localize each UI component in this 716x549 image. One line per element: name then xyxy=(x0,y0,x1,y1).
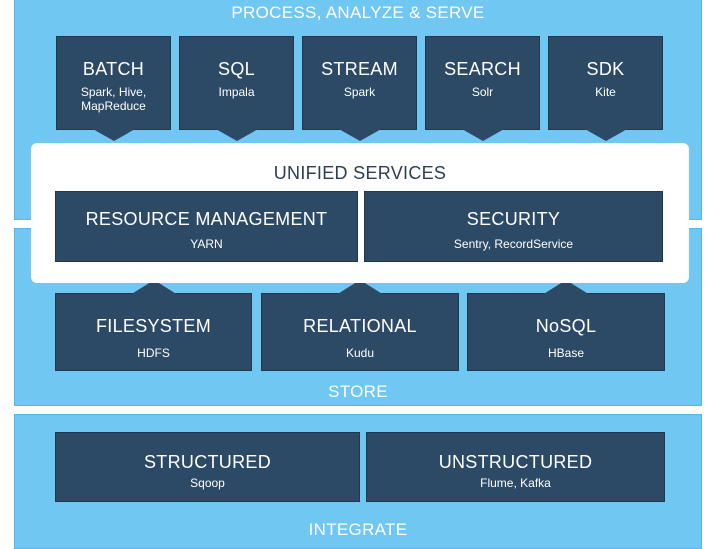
resource-management-box: RESOURCE MANAGEMENT YARN xyxy=(55,191,358,262)
box-subtitle: Sentry, RecordService xyxy=(453,237,574,251)
filesystem-box: FILESYSTEM HDFS xyxy=(55,280,252,371)
unified-services-title: UNIFIED SERVICES xyxy=(273,163,447,183)
box-title: SECURITY xyxy=(466,209,561,229)
process-label: PROCESS, ANALYZE & SERVE xyxy=(231,3,485,22)
security-box: SECURITY Sentry, RecordService xyxy=(364,191,663,262)
box-title: NoSQL xyxy=(535,316,597,336)
box-subtitle: Flume, Kafka xyxy=(480,476,551,490)
box-title: RELATIONAL xyxy=(303,316,417,336)
box-subtitle: Spark, Hive, MapReduce xyxy=(80,85,147,113)
box-subtitle: HBase xyxy=(547,346,585,360)
box-title: BATCH xyxy=(82,59,145,79)
box-title: RESOURCE MANAGEMENT xyxy=(85,209,328,229)
box-subtitle: HDFS xyxy=(137,346,170,360)
box-title: STREAM xyxy=(321,59,398,79)
box-title: STRUCTURED xyxy=(144,452,271,472)
box-title: UNSTRUCTURED xyxy=(438,452,593,472)
integrate-label: INTEGRATE xyxy=(308,520,408,539)
unified-services-panel: UNIFIED SERVICES RESOURCE MANAGEMENT YAR… xyxy=(31,143,689,283)
box-subtitle: Kudu xyxy=(345,346,375,360)
store-label: STORE xyxy=(328,382,388,401)
box-subtitle: YARN xyxy=(190,237,223,251)
box-title: SEARCH xyxy=(444,59,521,79)
box-subtitle: Impala xyxy=(218,85,255,99)
box-title: SDK xyxy=(586,59,625,79)
stream-box: STREAM Spark xyxy=(302,36,417,141)
sql-box: SQL Impala xyxy=(179,36,294,141)
search-box: SEARCH Solr xyxy=(425,36,540,141)
box-subtitle: Spark xyxy=(343,85,376,99)
nosql-box: NoSQL HBase xyxy=(467,280,665,371)
box-subtitle: Sqoop xyxy=(190,476,225,490)
sdk-box: SDK Kite xyxy=(548,36,663,141)
box-subtitle: Solr xyxy=(471,85,494,99)
box-title: SQL xyxy=(218,59,255,79)
structured-box: STRUCTURED Sqoop xyxy=(55,432,360,502)
box-subtitle: Kite xyxy=(595,85,616,99)
box-title: FILESYSTEM xyxy=(95,316,212,336)
batch-box: BATCH Spark, Hive, MapReduce xyxy=(56,36,171,141)
relational-box: RELATIONAL Kudu xyxy=(261,280,459,371)
unstructured-box: UNSTRUCTURED Flume, Kafka xyxy=(366,432,665,502)
